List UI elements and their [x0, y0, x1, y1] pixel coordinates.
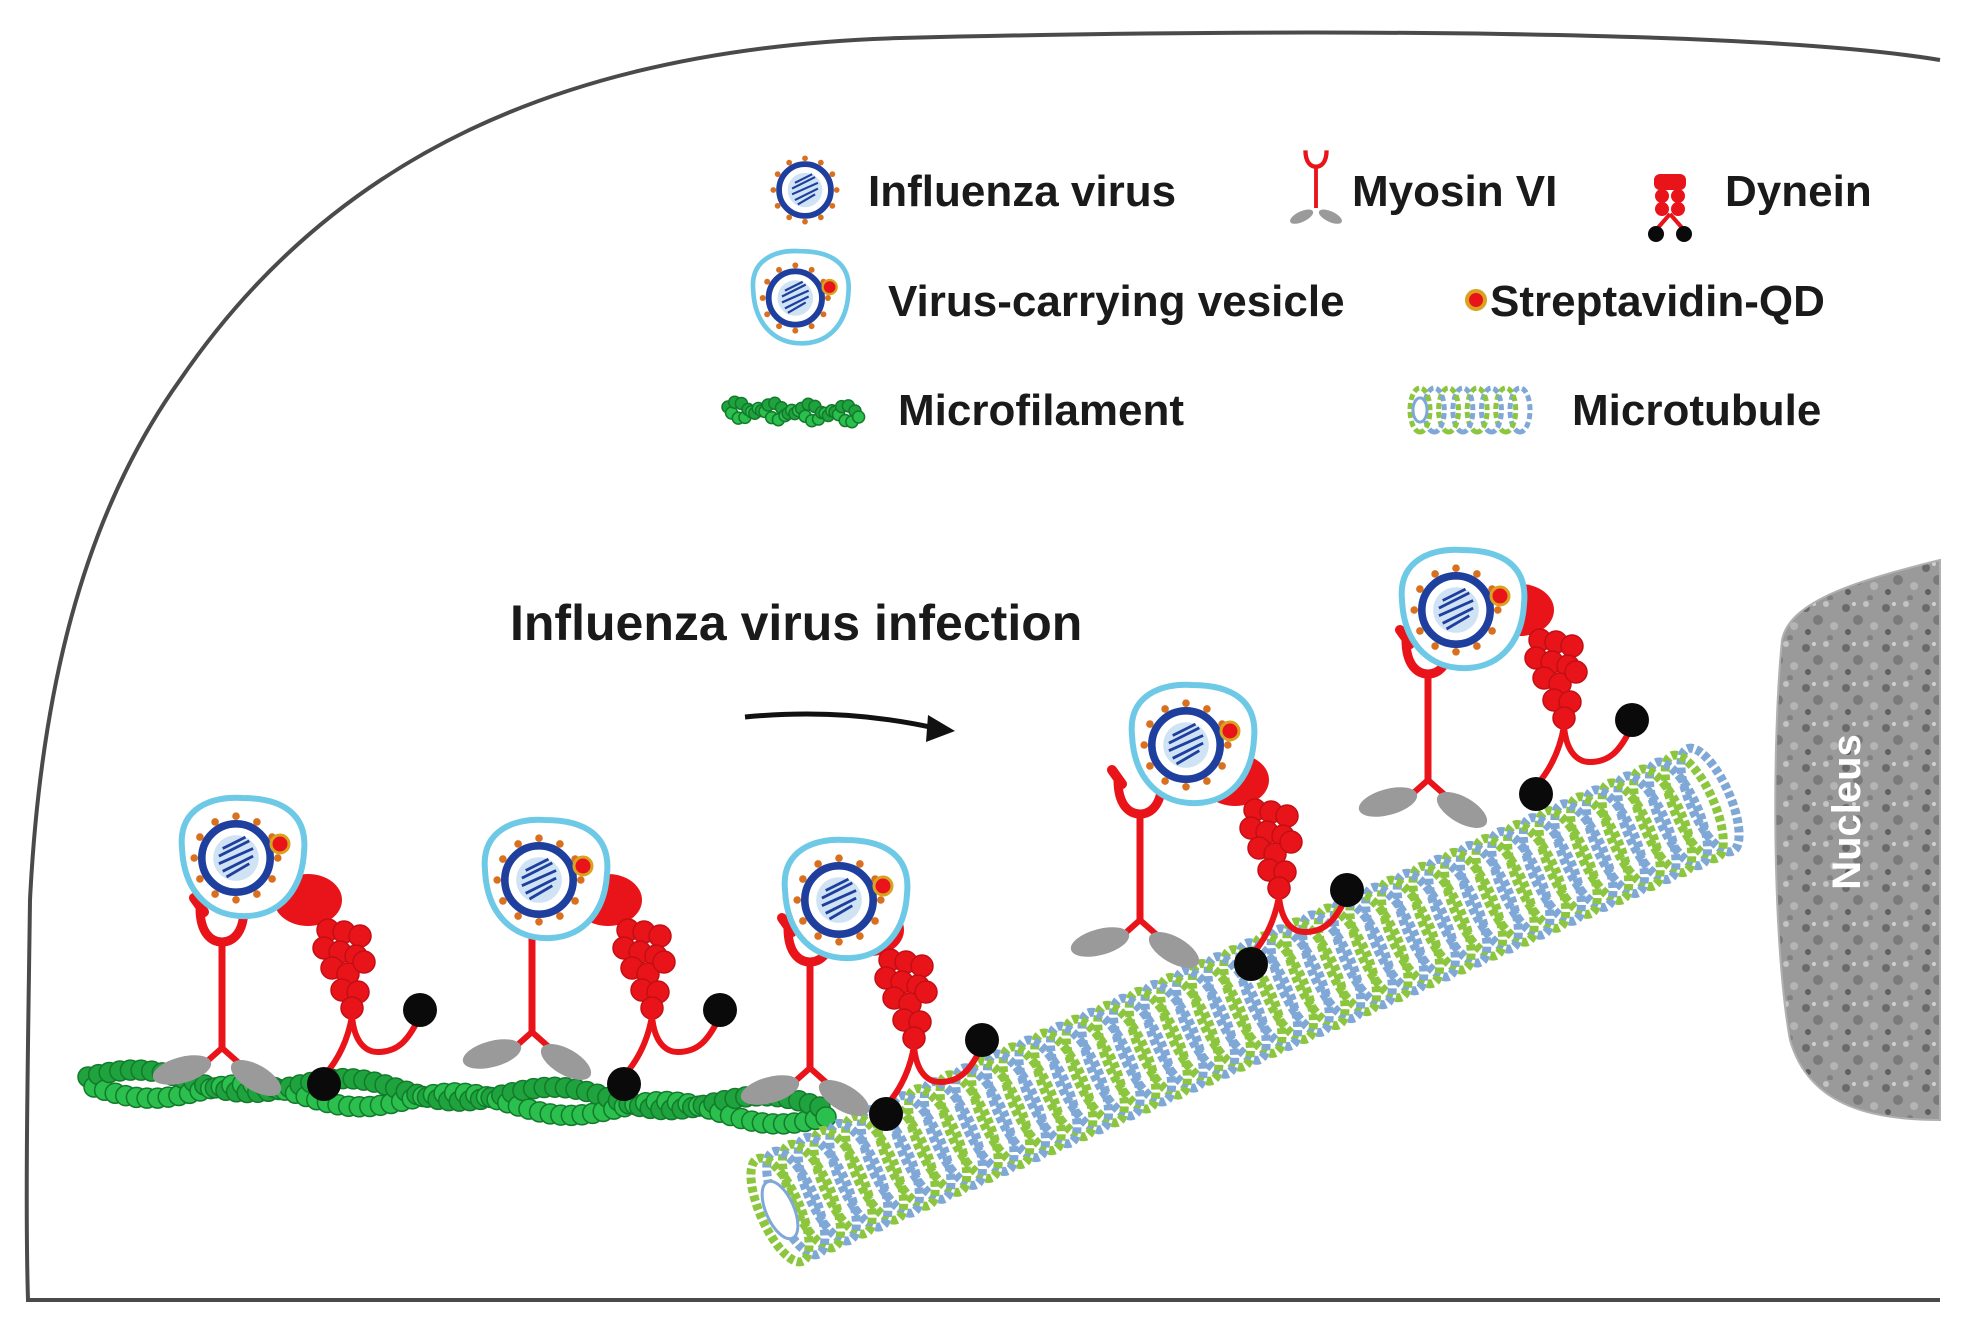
vesicle-icon — [1132, 685, 1255, 803]
legend-microtubule: Microtubule — [1572, 386, 1821, 435]
legend: Influenza virus Myosin VI Dynein Virus-c… — [721, 150, 1872, 435]
vesicle-icon — [753, 251, 849, 343]
process-label: Influenza virus infection — [510, 595, 1082, 651]
cell-membrane-outline — [24, 30, 1941, 1302]
vesicle-icon — [1402, 550, 1525, 668]
microfilament-icon — [721, 395, 866, 429]
influenza-virus-icon — [770, 155, 839, 224]
arrow-icon — [744, 711, 955, 742]
legend-microfilament: Microfilament — [898, 386, 1184, 435]
motor-complex — [460, 820, 737, 1101]
legend-influenza-virus: Influenza virus — [868, 167, 1176, 216]
legend-myosin: Myosin VI — [1352, 167, 1557, 216]
myosin-icon — [1290, 150, 1342, 224]
nucleus: Nucleus — [1774, 558, 1941, 1122]
quantum-dot-icon — [1465, 289, 1487, 311]
vesicle-icon — [785, 840, 908, 958]
vesicle-icon — [485, 820, 608, 938]
dynein-icon — [1646, 172, 1694, 244]
legend-vesicle: Virus-carrying vesicle — [888, 277, 1345, 326]
dynein-icon — [274, 874, 437, 1101]
microtubule-icon — [1407, 385, 1533, 435]
legend-qd: Streptavidin-QD — [1490, 277, 1825, 326]
nucleus-label: Nucleus — [1825, 734, 1869, 890]
legend-dynein: Dynein — [1725, 167, 1872, 216]
myosin-icon — [150, 898, 287, 1103]
motor-complex — [150, 798, 437, 1103]
vesicle-icon — [182, 798, 305, 916]
